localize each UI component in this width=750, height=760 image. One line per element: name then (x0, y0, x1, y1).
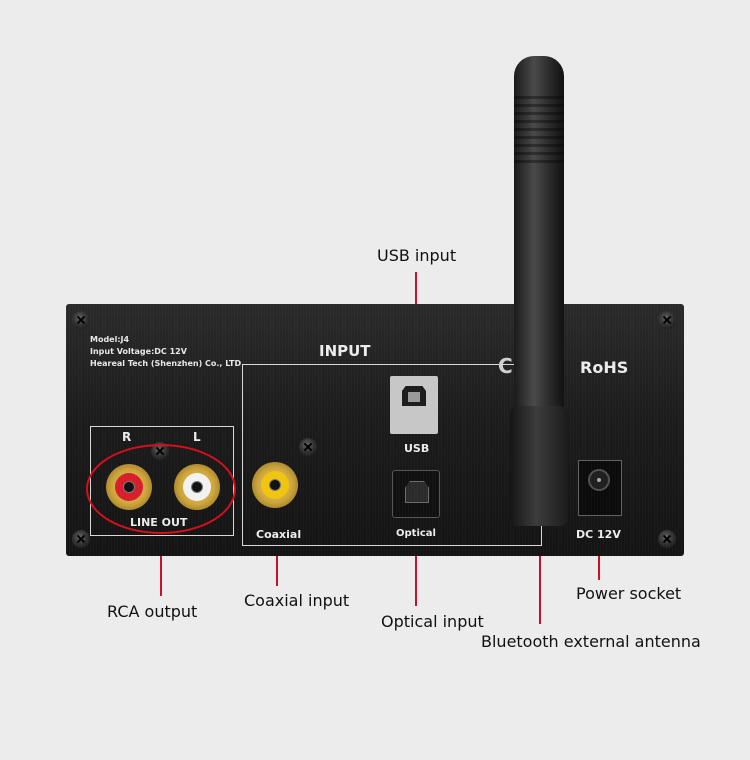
screw-icon (658, 530, 676, 548)
optical-leader-line (415, 516, 417, 606)
optical-port[interactable] (392, 470, 440, 518)
rca-output-label: RCA output (107, 602, 198, 621)
optical-label: Optical (396, 528, 436, 539)
antenna-leader-line (539, 526, 541, 624)
bluetooth-antenna[interactable] (510, 56, 568, 526)
usb-port[interactable] (390, 376, 438, 434)
rca-right-label: R (122, 430, 132, 444)
voltage-text: Input Voltage:DC 12V (90, 347, 187, 356)
antenna-rib (514, 136, 564, 139)
coaxial-input-label: Coaxial input (244, 591, 350, 610)
model-text: Model:J4 (90, 335, 130, 344)
antenna-rib (514, 104, 564, 107)
antenna-rib (514, 120, 564, 123)
screw-icon (72, 530, 90, 548)
antenna-rib (514, 152, 564, 155)
bluetooth-antenna-label: Bluetooth external antenna (481, 632, 701, 651)
rohs-mark: RoHS (580, 358, 629, 377)
antenna-rib (514, 160, 564, 163)
screw-icon (72, 311, 90, 329)
rca-left-label: L (193, 430, 201, 444)
rca-highlight-ellipse (86, 444, 236, 534)
dc-power-socket[interactable] (578, 460, 622, 516)
screw-icon (299, 438, 317, 456)
coaxial-jack[interactable] (252, 462, 298, 508)
optical-input-label: Optical input (381, 612, 484, 631)
antenna-rib (514, 144, 564, 147)
usb-input-label: USB input (377, 246, 457, 265)
dc-label: DC 12V (576, 528, 621, 541)
antenna-rib (514, 112, 564, 115)
usb-label: USB (404, 442, 430, 455)
input-title: INPUT (319, 342, 371, 360)
coaxial-label: Coaxial (256, 528, 302, 541)
power-socket-label: Power socket (576, 584, 682, 603)
device-info: Model:J4 Input Voltage:DC 12V Heareal Te… (90, 334, 241, 370)
antenna-base (510, 406, 568, 526)
antenna-rib (514, 128, 564, 131)
coaxial-hole (269, 479, 281, 491)
rca-leader-line (160, 534, 162, 596)
screw-icon (658, 311, 676, 329)
antenna-rib (514, 96, 564, 99)
maker-text: Heareal Tech (Shenzhen) Co., LTD (90, 359, 242, 368)
